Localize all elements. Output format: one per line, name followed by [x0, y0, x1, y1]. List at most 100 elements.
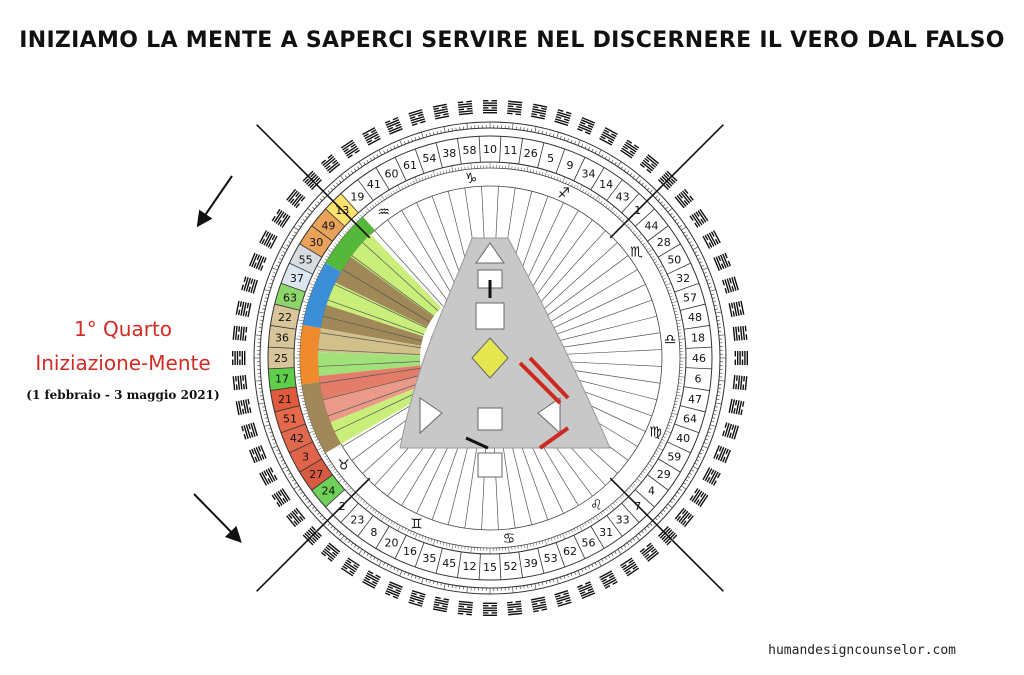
gate-cell	[499, 551, 523, 580]
gate-number: 33	[616, 514, 630, 527]
gate-cell	[274, 283, 306, 311]
initiation-label: Iniziazione-Mente	[35, 351, 211, 375]
quarter-divider	[609, 124, 724, 239]
hexagram-icon	[689, 488, 709, 508]
gate-number: 45	[442, 557, 456, 570]
gate-cell	[667, 424, 700, 453]
gate-number: 29	[657, 468, 671, 481]
hexagram-icon	[732, 375, 748, 391]
gate-cell	[479, 553, 501, 581]
quarter-band	[300, 325, 321, 385]
gate-number: 60	[384, 168, 398, 181]
hexagram-icon	[286, 188, 306, 209]
quarter-divider	[256, 124, 371, 239]
hexagram-icon	[483, 602, 497, 616]
gate-number: 5	[547, 152, 554, 165]
hexagram-icon	[530, 596, 548, 613]
gate-number: 42	[290, 432, 304, 445]
hexagram-icon	[507, 100, 523, 116]
zodiac-sign-icon: ♒	[377, 205, 390, 221]
gate-number: 36	[275, 332, 289, 345]
spoke-line	[549, 269, 638, 323]
gate-number: 26	[524, 147, 538, 160]
spoke-line	[318, 361, 421, 367]
hexagram-icon	[702, 230, 721, 249]
gate-number: 46	[692, 352, 706, 365]
date-range: (1 febbraio - 3 maggio 2021)	[26, 388, 220, 402]
gate-cell	[280, 424, 313, 453]
spoke-line	[525, 210, 579, 299]
gate-number: 11	[503, 144, 517, 157]
page-title: INIZIAMO LA MENTE A SAPERCI SERVIRE NEL …	[19, 28, 1005, 53]
spoke-line	[362, 242, 439, 312]
hexagram-icon	[689, 208, 709, 228]
gate-number: 14	[599, 178, 613, 191]
hexagram-icon	[362, 570, 381, 589]
hexagram-icon	[713, 445, 732, 464]
hexagram-icon	[457, 600, 473, 616]
gate-number: 22	[278, 311, 292, 324]
gate-number: 34	[582, 168, 596, 181]
gate-number: 20	[384, 536, 398, 549]
gate-number: 57	[683, 291, 697, 304]
zodiac-sign-icon: ♋	[503, 531, 516, 547]
hexagram-icon	[674, 188, 694, 209]
hexagram-icon	[320, 542, 341, 562]
zodiac-sign-icon: ♍	[649, 425, 662, 441]
gate-number: 64	[683, 413, 697, 426]
hexagram-icon	[639, 542, 660, 562]
zodiac-sign-icon: ♐	[557, 186, 570, 202]
gate-cell	[590, 167, 623, 201]
gate-cell	[685, 347, 712, 369]
spoke-line	[327, 299, 425, 335]
gate-cell	[395, 535, 424, 568]
quarter-band	[301, 381, 342, 453]
spoke-line	[546, 255, 629, 317]
gate-number: 18	[691, 332, 705, 345]
hexagram-icon	[554, 590, 572, 607]
hexagram-icon	[248, 445, 267, 464]
gate-number: 58	[463, 144, 477, 157]
hexagram-icon	[241, 422, 258, 440]
gate-number: 4	[648, 485, 655, 498]
hexagram-icon	[320, 154, 341, 174]
hexagram-icon	[235, 398, 252, 416]
hexagram-icon	[722, 422, 739, 440]
spoke-line	[559, 367, 661, 384]
hexagram-icon	[483, 100, 497, 114]
gate-cell	[479, 136, 501, 163]
website-credit: humandesigncounselor.com	[768, 643, 956, 658]
spoke-line	[334, 284, 427, 329]
gate-cell	[635, 208, 669, 242]
arrow-upper-left	[196, 175, 233, 228]
spoke-line	[351, 255, 434, 317]
gate-number: 31	[599, 526, 613, 539]
gate-cell	[274, 405, 306, 433]
hexagram-icon	[241, 276, 258, 294]
hexagram-icon	[577, 116, 596, 135]
gate-number: 44	[645, 219, 659, 232]
gate-number: 19	[350, 190, 364, 203]
gate-number: 17	[275, 372, 289, 385]
gate-cell	[556, 535, 585, 568]
hexagram-icon	[384, 116, 403, 135]
spoke-line	[323, 315, 423, 342]
gate-number: 52	[503, 560, 517, 573]
gate-cell	[674, 405, 706, 433]
gate-number: 53	[544, 552, 558, 565]
spoke-line	[327, 381, 425, 417]
bodygraph-figure	[399, 237, 611, 478]
colored-spoke	[326, 282, 428, 337]
gate-number: 32	[676, 272, 690, 285]
gate-cell	[415, 142, 443, 174]
hexagram-icon	[408, 590, 426, 607]
gate-number: 55	[299, 253, 313, 266]
gate-cell	[499, 136, 523, 165]
hexagram-icon	[620, 557, 640, 577]
gate-cell	[537, 542, 565, 574]
gate-number: 39	[524, 557, 538, 570]
gate-cell	[556, 148, 585, 181]
hexagram-icon	[271, 488, 291, 508]
gate-cell	[270, 386, 300, 412]
hexagram-icon	[674, 507, 694, 528]
